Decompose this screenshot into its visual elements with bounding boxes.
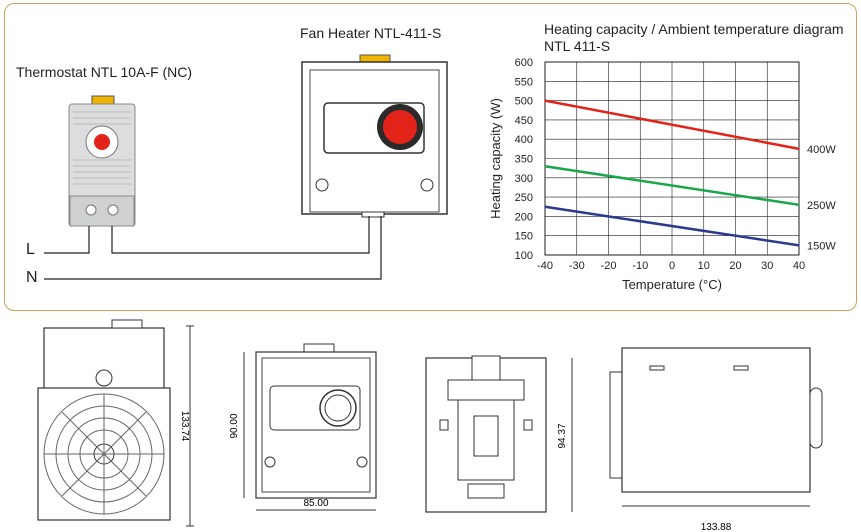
x-tick-label: 0 [669,260,675,272]
dim-back-height: 94.37 [557,423,568,448]
thermostat-title: Thermostat NTL 10A-F (NC) [16,64,193,80]
heater-title: Fan Heater NTL-411-S [300,25,442,41]
fan-heater-device [301,54,448,218]
x-tick-label: -30 [569,260,585,272]
heater-front-view [243,343,377,511]
series-label-150W: 150W [807,240,836,252]
x-axis-label: Temperature (°C) [622,277,722,292]
heater-side-view [609,347,823,507]
x-tick-label: 30 [761,260,773,272]
wires [44,216,382,280]
line-n-label: N [26,269,38,286]
capacity-chart: -40 -30 -20 -10 0 10 20 30 40 100 150 200 250 300 350 4… [488,57,836,292]
chart-title: Heating capacity / Ambient temperature d… [544,21,844,37]
series-line-400W [544,99,800,151]
y-tick-label: 450 [515,115,533,127]
line-l-label: L [26,241,35,258]
y-tick-label: 400 [515,134,533,146]
y-tick-label: 150 [515,231,533,243]
y-tick-label: 200 [515,211,533,223]
dim-front-height: 133.74 [179,411,190,442]
dim-front-height-2: 90.00 [229,413,240,438]
dim-side-width: 133.88 [701,522,732,532]
y-axis-label: Heating capacity (W) [488,98,503,219]
series-line-150W [544,205,800,247]
y-tick-label: 550 [515,76,533,88]
x-tick-label: 20 [729,260,741,272]
series-label-400W: 400W [807,144,836,156]
y-tick-label: 350 [515,154,533,166]
dim-front-width: 85.00 [303,498,328,509]
x-tick-label: -10 [632,260,648,272]
y-tick-label: 250 [515,192,533,204]
series-label-250W: 250W [807,200,836,212]
x-tick-label: -20 [601,260,617,272]
y-tick-label: 500 [515,96,533,108]
x-tick-label: 40 [793,260,805,272]
y-tick-label: 100 [515,250,533,262]
fan-front-view [37,319,194,527]
y-tick-label: 600 [515,57,533,69]
x-tick-label: 10 [698,260,710,272]
chart-subtitle: NTL 411-S [544,38,611,54]
x-tick-label: -40 [537,260,553,272]
thermostat-device [68,95,136,227]
dimension-drawings: 133.74 90.00 85.00 94.37 133.88 [37,319,823,532]
y-tick-label: 300 [515,173,533,185]
heater-back-view [425,355,573,513]
series-line-250W [544,164,800,207]
